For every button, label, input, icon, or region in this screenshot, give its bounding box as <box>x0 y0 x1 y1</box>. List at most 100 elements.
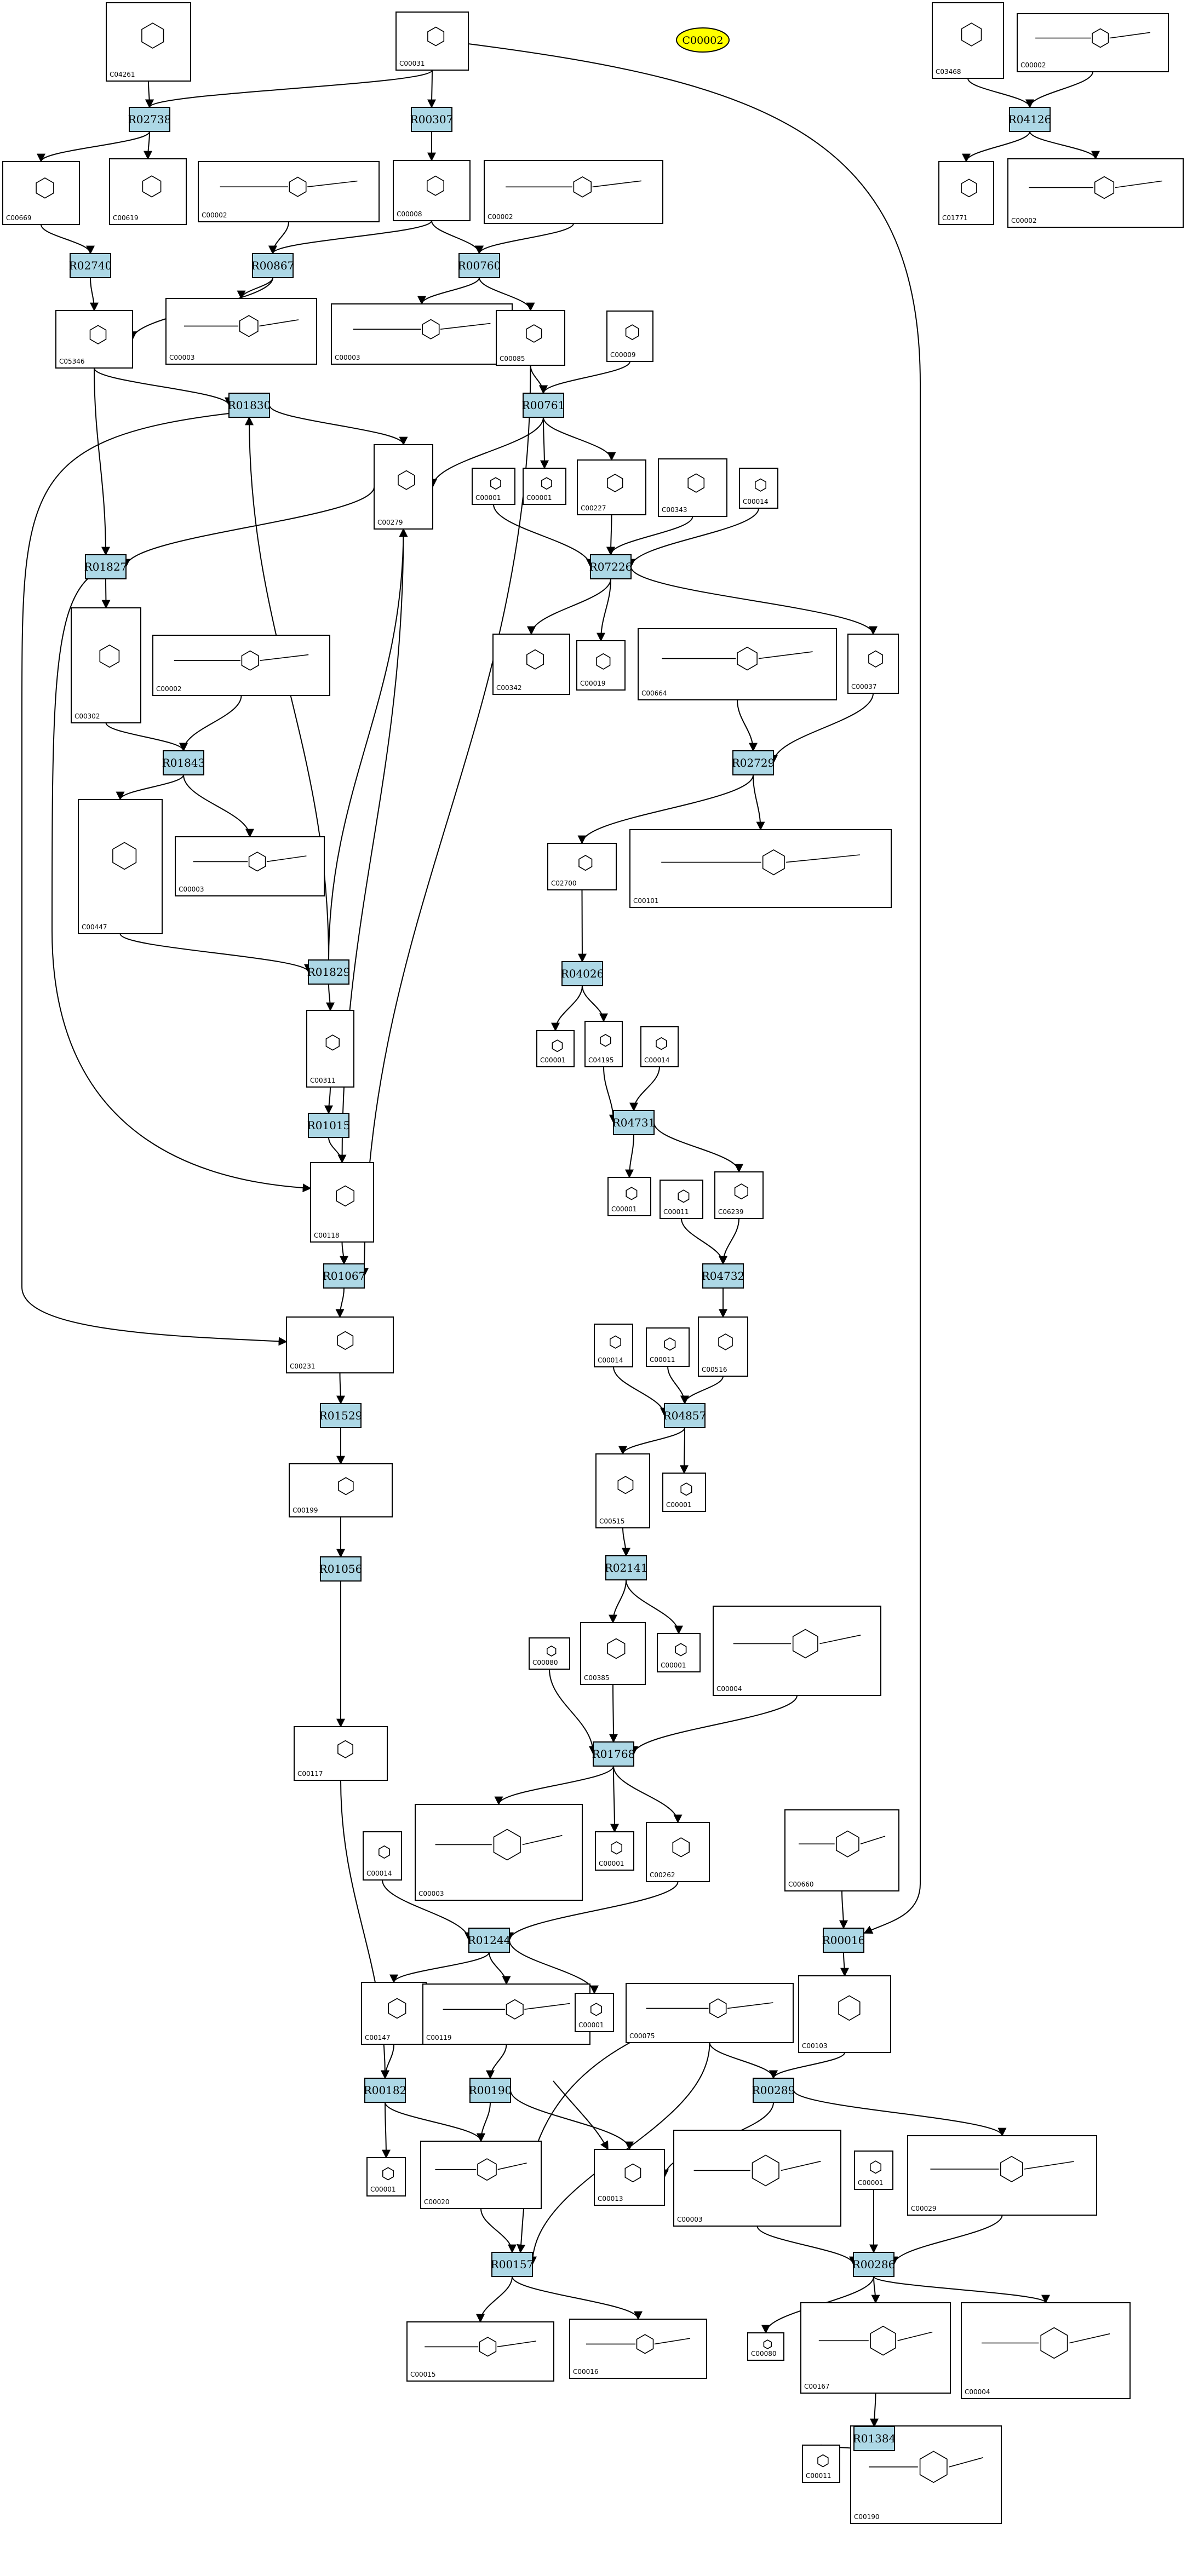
compound-node-c00011_c[interactable]: C00011 <box>802 2445 840 2483</box>
compound-node-c00001_b[interactable]: C00001 <box>523 468 566 505</box>
reaction-node-r01056[interactable]: R01056 <box>319 1556 363 1582</box>
compound-node-c00279[interactable]: C00279 <box>374 444 433 530</box>
compound-node-c00004_b[interactable]: C00004 <box>961 2302 1131 2399</box>
compound-node-c00660[interactable]: C00660 <box>784 1809 899 1891</box>
compound-node-c00190[interactable]: C00190 <box>850 2425 1002 2524</box>
reaction-node-r01244[interactable]: R01244 <box>468 1928 511 1953</box>
compound-node-c00664[interactable]: C00664 <box>638 628 837 700</box>
compound-node-c00447[interactable]: C00447 <box>78 799 163 934</box>
compound-node-c00080_b[interactable]: C00080 <box>747 2332 784 2361</box>
compound-node-c00011_a[interactable]: C00011 <box>660 1180 703 1219</box>
compound-node-c00199[interactable]: C00199 <box>289 1463 393 1517</box>
reaction-node-r00307[interactable]: R00307 <box>410 107 454 132</box>
compound-node-c00008[interactable]: C00008 <box>393 160 471 221</box>
compound-node-c00167[interactable]: C00167 <box>800 2302 951 2394</box>
compound-node-c00020[interactable]: C00020 <box>420 2141 542 2209</box>
compound-node-c05346[interactable]: C05346 <box>55 310 133 369</box>
compound-node-c00311[interactable]: C00311 <box>306 1010 354 1088</box>
reaction-node-r00286[interactable]: R00286 <box>852 2252 896 2277</box>
reaction-node-r01829[interactable]: R01829 <box>307 959 351 985</box>
reaction-node-r04857[interactable]: R04857 <box>663 1403 707 1428</box>
compound-node-c00515[interactable]: C00515 <box>595 1453 650 1528</box>
compound-node-c00001_j[interactable]: C00001 <box>854 2150 893 2190</box>
compound-node-c00031[interactable]: C00031 <box>395 12 469 71</box>
reaction-node-r00761[interactable]: R00761 <box>522 393 565 418</box>
compound-node-c00343[interactable]: C00343 <box>658 458 727 517</box>
reaction-node-r00016[interactable]: R00016 <box>822 1928 865 1953</box>
compound-node-c00227[interactable]: C00227 <box>577 459 646 515</box>
compound-node-c00011_b[interactable]: C00011 <box>646 1327 690 1367</box>
compound-node-c00117[interactable]: C00117 <box>294 1726 388 1781</box>
compound-node-c04195[interactable]: C04195 <box>584 1021 623 1067</box>
compound-node-c00001_i[interactable]: C00001 <box>366 2157 406 2196</box>
reaction-node-r07226[interactable]: R07226 <box>589 554 633 579</box>
reaction-node-r02141[interactable]: R02141 <box>605 1555 648 1580</box>
compound-node-c00342[interactable]: C00342 <box>492 634 570 695</box>
compound-node-c00001_g[interactable]: C00001 <box>595 1831 634 1871</box>
compound-node-c00003_d[interactable]: C00003 <box>415 1804 583 1901</box>
reaction-node-r01830[interactable]: R01830 <box>228 393 271 418</box>
compound-node-c00075[interactable]: C00075 <box>626 1983 794 2043</box>
compound-node-c00014_a[interactable]: C00014 <box>739 468 778 509</box>
compound-node-c00001_d[interactable]: C00001 <box>607 1177 651 1216</box>
compound-node-c06239[interactable]: C06239 <box>714 1171 764 1219</box>
compound-node-c00029[interactable]: C00029 <box>907 2135 1097 2216</box>
compound-node-c00014_c[interactable]: C00014 <box>594 1324 633 1367</box>
reaction-node-r04731[interactable]: R04731 <box>612 1110 656 1135</box>
reaction-node-r01015[interactable]: R01015 <box>307 1113 351 1138</box>
compound-node-c00302[interactable]: C00302 <box>71 607 141 723</box>
compound-node-c00003_c[interactable]: C00003 <box>175 836 325 896</box>
compound-node-c00015[interactable]: C00015 <box>406 2321 554 2382</box>
reaction-node-r00182[interactable]: R00182 <box>364 2078 407 2103</box>
compound-node-c00003_e[interactable]: C00003 <box>673 2130 841 2227</box>
reaction-node-r00289[interactable]: R00289 <box>752 2078 795 2103</box>
reaction-node-r01768[interactable]: R01768 <box>592 1741 635 1767</box>
compound-node-c00262[interactable]: C00262 <box>646 1822 710 1882</box>
compound-node-c00014_d[interactable]: C00014 <box>363 1831 402 1881</box>
compound-node-c00001_e[interactable]: C00001 <box>662 1473 706 1512</box>
compound-node-c00004_a[interactable]: C00004 <box>713 1606 881 1696</box>
compound-node-c00014_b[interactable]: C00014 <box>640 1026 679 1067</box>
compound-node-c01771[interactable]: C01771 <box>938 161 994 225</box>
compound-node-c00669[interactable]: C00669 <box>2 161 80 225</box>
compound-node-c00080_a[interactable]: C00080 <box>529 1637 570 1670</box>
compound-node-c00619[interactable]: C00619 <box>109 158 187 225</box>
compound-node-c00001_c[interactable]: C00001 <box>536 1030 575 1067</box>
reaction-node-r04026[interactable]: R04026 <box>561 961 604 986</box>
compound-node-c00009[interactable]: C00009 <box>606 311 653 362</box>
compound-node-c00003_a[interactable]: C00003 <box>165 298 317 365</box>
reaction-node-r02738[interactable]: R02738 <box>128 107 171 132</box>
compound-node-c00001_a[interactable]: C00001 <box>472 468 515 505</box>
compound-node-c00118[interactable]: C00118 <box>310 1162 374 1243</box>
reaction-node-r01529[interactable]: R01529 <box>319 1403 363 1428</box>
compound-node-c00002_a[interactable]: C00002 <box>1017 13 1169 72</box>
highlight-node[interactable]: C00002 <box>676 27 730 53</box>
compound-node-c00001_h[interactable]: C00001 <box>575 1993 614 2032</box>
reaction-node-r04732[interactable]: R04732 <box>702 1263 745 1289</box>
compound-node-c00231[interactable]: C00231 <box>286 1316 394 1373</box>
compound-node-c00385[interactable]: C00385 <box>580 1622 646 1685</box>
compound-node-c00016[interactable]: C00016 <box>569 2319 707 2379</box>
compound-node-c00013[interactable]: C00013 <box>594 2149 665 2206</box>
compound-node-c00119[interactable]: C00119 <box>422 1983 590 2045</box>
compound-node-c00037[interactable]: C00037 <box>847 634 899 694</box>
compound-node-c03468[interactable]: C03468 <box>932 2 1004 79</box>
compound-node-c00085[interactable]: C00085 <box>496 310 565 366</box>
compound-node-c00003_b[interactable]: C00003 <box>331 303 513 365</box>
compound-node-c00002_e[interactable]: C00002 <box>152 635 330 696</box>
reaction-node-r02729[interactable]: R02729 <box>732 750 775 775</box>
compound-node-c00002_d[interactable]: C00002 <box>1007 158 1184 228</box>
compound-node-c00103[interactable]: C00103 <box>798 1975 891 2053</box>
reaction-node-r01843[interactable]: R01843 <box>162 750 205 775</box>
reaction-node-r00157[interactable]: R00157 <box>491 2252 534 2277</box>
reaction-node-r00867[interactable]: R00867 <box>251 253 295 278</box>
compound-node-c00002_b[interactable]: C00002 <box>198 161 380 222</box>
reaction-node-r00760[interactable]: R00760 <box>458 253 501 278</box>
compound-node-c00002_c[interactable]: C00002 <box>484 160 663 224</box>
compound-node-c04261[interactable]: C04261 <box>106 2 191 82</box>
reaction-node-r02740[interactable]: R02740 <box>69 253 112 278</box>
reaction-node-r01384[interactable]: R01384 <box>853 2426 896 2451</box>
reaction-node-r04126[interactable]: R04126 <box>1008 107 1052 132</box>
reaction-node-r00190[interactable]: R00190 <box>469 2078 512 2103</box>
compound-node-c00147[interactable]: C00147 <box>361 1982 427 2045</box>
